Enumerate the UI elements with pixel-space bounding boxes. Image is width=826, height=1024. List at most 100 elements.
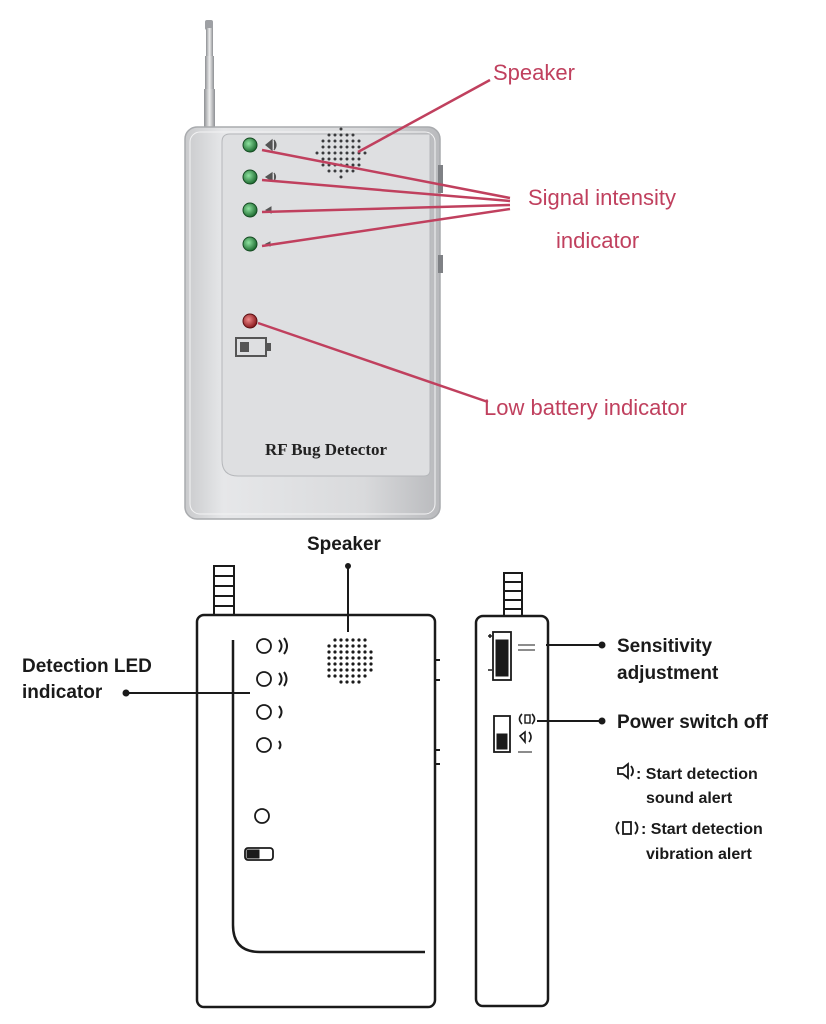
grille-hole [351, 139, 355, 143]
grille-hole [339, 662, 343, 666]
side-antenna [503, 572, 523, 618]
grille-hole [333, 151, 337, 155]
grille-hole [327, 650, 331, 654]
side-line-drawing [474, 572, 550, 1008]
grille-hole [351, 650, 355, 654]
power-switch [493, 713, 536, 753]
front-panel [221, 133, 431, 477]
grille-hole [363, 151, 367, 155]
grille-hole [333, 145, 337, 149]
grille-hole [339, 169, 343, 173]
grille-hole [333, 139, 337, 143]
signal-level-icon-4 [265, 138, 277, 152]
detection-led-callout-line2: indicator [22, 682, 103, 703]
grille-hole [333, 157, 337, 161]
grille-hole [357, 674, 361, 678]
grille-hole [351, 656, 355, 660]
grille-hole [339, 151, 343, 155]
grille-hole [357, 163, 361, 167]
front-led-2 [256, 671, 272, 687]
grille-hole [333, 656, 337, 660]
grille-hole [339, 638, 343, 642]
grille-hole [333, 133, 337, 137]
grille-hole [339, 650, 343, 654]
grille-hole [333, 662, 337, 666]
grille-hole [339, 145, 343, 149]
grille-hole [351, 638, 355, 642]
signal-intensity-callout-line1: Signal intensity [528, 185, 676, 210]
sensitivity-callout-line1: Sensitivity [617, 636, 712, 657]
signal-led-4 [242, 236, 258, 252]
front-line-drawing [195, 565, 440, 1009]
grille-hole [327, 133, 331, 137]
front-level-icon-1 [278, 740, 282, 750]
signal-led-1 [242, 137, 258, 153]
grille-hole [321, 163, 325, 167]
vibration-icon [615, 821, 639, 835]
legend-vibration-alert: : Start detection vibration alert [615, 821, 763, 863]
grille-hole [357, 644, 361, 648]
grille-hole [363, 644, 367, 648]
grille-hole [357, 662, 361, 666]
grille-hole [321, 157, 325, 161]
front-speaker-grille [327, 638, 373, 684]
front-level-icon-4 [278, 637, 288, 655]
grille-hole [333, 674, 337, 678]
grille-hole [333, 169, 337, 173]
grille-hole [321, 139, 325, 143]
grille-hole [333, 638, 337, 642]
sensitivity-slider [488, 631, 535, 681]
sensitivity-callout-line2: adjustment [617, 663, 719, 684]
grille-hole [339, 674, 343, 678]
grille-hole [339, 157, 343, 161]
grille-hole [339, 175, 343, 179]
grille-hole [345, 151, 349, 155]
grille-hole [357, 668, 361, 672]
grille-hole [351, 163, 355, 167]
grille-hole [369, 668, 373, 672]
front-led-1 [256, 638, 272, 654]
grille-hole [333, 644, 337, 648]
grille-hole [351, 668, 355, 672]
speaker-icon [617, 762, 634, 780]
grille-hole [345, 662, 349, 666]
grille-hole [351, 680, 355, 684]
grille-hole [351, 151, 355, 155]
grille-hole [321, 151, 325, 155]
grille-hole [345, 157, 349, 161]
grille-hole [357, 638, 361, 642]
grille-hole [327, 674, 331, 678]
grille-hole [345, 169, 349, 173]
grille-hole [327, 151, 331, 155]
grille-hole [345, 656, 349, 660]
grille-hole [351, 157, 355, 161]
front-speaker-callout: Speaker [307, 534, 382, 555]
signal-intensity-callout-line2: indicator [556, 228, 639, 253]
grille-hole [363, 638, 367, 642]
grille-hole [351, 674, 355, 678]
grille-hole [357, 157, 361, 161]
grille-hole [327, 656, 331, 660]
top-callout-lines [257, 78, 511, 404]
front-led-4 [256, 737, 272, 753]
grille-hole [327, 157, 331, 161]
grille-hole [357, 680, 361, 684]
grille-hole [327, 668, 331, 672]
front-battery-icon [244, 847, 274, 861]
signal-led-3 [242, 202, 258, 218]
grille-hole [369, 662, 373, 666]
grille-hole [345, 133, 349, 137]
detection-led-callout-line1: Detection LED [22, 656, 152, 677]
legend-vibration-line2: vibration alert [646, 846, 752, 863]
grille-hole [363, 650, 367, 654]
grille-hole [339, 139, 343, 143]
device-label: RF Bug Detector [265, 440, 388, 459]
grille-hole [345, 650, 349, 654]
grille-hole [345, 139, 349, 143]
side-body [474, 614, 550, 1008]
front-level-icon-2 [278, 705, 283, 719]
grille-hole [351, 133, 355, 137]
front-level-icon-3 [278, 671, 288, 687]
grille-hole [363, 656, 367, 660]
